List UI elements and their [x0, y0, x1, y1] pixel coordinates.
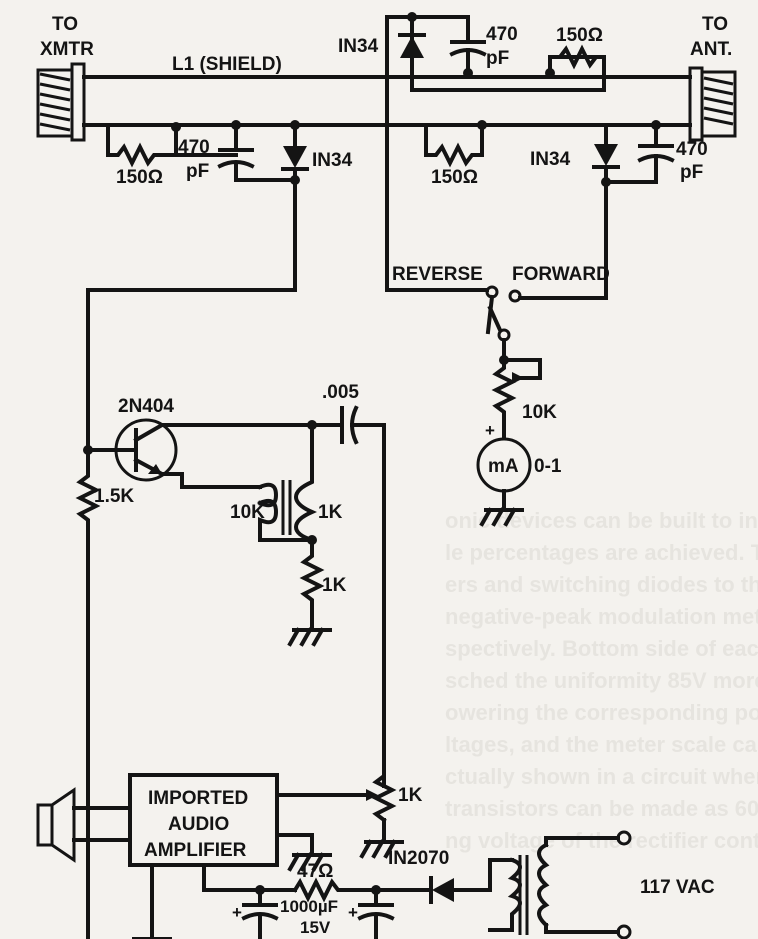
xmtr-connector — [36, 62, 86, 142]
cap-right-value: 470 — [676, 139, 708, 160]
reverse-label: REVERSE — [392, 264, 483, 285]
filter-cap-plus: + — [348, 903, 358, 922]
power-supply — [132, 830, 632, 939]
diode-top-label: IN34 — [338, 36, 379, 57]
supply-cap-value: 1000µF — [280, 897, 338, 916]
left-sampler — [86, 120, 309, 452]
supply-res-label: 47Ω — [297, 861, 333, 882]
transistor-label: 2N404 — [118, 396, 174, 417]
xfmr-primary-label: 10K — [230, 502, 265, 523]
background-text: onic devices can be built to indicate wh… — [445, 508, 758, 853]
background-line: ers and switching diodes to the the peak… — [445, 572, 758, 597]
diode-symbol — [594, 144, 618, 166]
volume-pot — [275, 758, 404, 859]
background-line: transistors can be made as 600V. The 6V … — [445, 796, 758, 821]
mains-label: 117 VAC — [640, 877, 715, 898]
to-ant-label: ANT. — [690, 39, 732, 60]
right-sampler — [424, 120, 675, 300]
amp-label-line1: IMPORTED — [148, 788, 248, 809]
amp-label-line2: AUDIO — [168, 814, 229, 835]
diode-right-label: IN34 — [530, 149, 571, 170]
amp-label-line3: AMPLIFIER — [144, 840, 247, 861]
background-line: ng voltage of the rectifier controls the… — [445, 828, 758, 853]
res-top-label: 150Ω — [556, 25, 603, 46]
cap-left-unit: pF — [186, 161, 209, 182]
xfmr-secondary-label: 1K — [318, 502, 343, 523]
diode-symbol — [400, 36, 424, 58]
background-line: le percentages are achieved. The arrange… — [445, 540, 758, 565]
cap-right-unit: pF — [680, 162, 703, 183]
l1-shield-label: L1 (SHIELD) — [172, 54, 282, 75]
meter-circuit — [476, 358, 542, 527]
emitter-res-label: 1.5K — [94, 486, 134, 507]
diode-symbol — [432, 878, 454, 902]
rectifier-label: IN2070 — [388, 848, 449, 869]
cap-top-value: 470 — [486, 24, 518, 45]
transistor-stage — [75, 405, 386, 939]
meter-plus: + — [485, 421, 495, 440]
to-xmtr-label: XMTR — [40, 39, 94, 60]
supply-cap-plus: + — [232, 903, 242, 922]
to-ant-label: TO — [702, 14, 728, 35]
background-line: ctually shown in a circuit where voltage… — [445, 764, 758, 789]
speaker-icon — [36, 787, 132, 863]
background-line: sched the uniformity 85V more sensitive … — [445, 668, 758, 693]
diode-symbol — [283, 146, 307, 168]
reverse-sampler — [385, 12, 606, 292]
cap-top-unit: pF — [486, 48, 509, 69]
volume-pot-label: 1K — [398, 785, 423, 806]
res-right-label: 150Ω — [431, 167, 478, 188]
background-line: owering the corresponding positive peak … — [445, 700, 758, 725]
supply-cap-voltage: 15V — [300, 918, 331, 937]
to-xmtr-label: TO — [52, 14, 78, 35]
ant-connector — [688, 66, 737, 142]
background-line: ltages, and the meter scale can be calib… — [445, 732, 758, 757]
diode-left-label: IN34 — [312, 150, 353, 171]
reverse-forward-switch[interactable] — [385, 285, 608, 365]
meter-symbol: mA — [488, 456, 519, 477]
meter-range: 0-1 — [534, 456, 562, 477]
meter-pot-label: 10K — [522, 402, 557, 423]
cap-left-value: 470 — [178, 137, 210, 158]
load-res-label: 1K — [322, 575, 347, 596]
forward-label: FORWARD — [512, 264, 610, 285]
res-left-label: 150Ω — [116, 167, 163, 188]
coupling-cap-label: .005 — [322, 382, 359, 403]
